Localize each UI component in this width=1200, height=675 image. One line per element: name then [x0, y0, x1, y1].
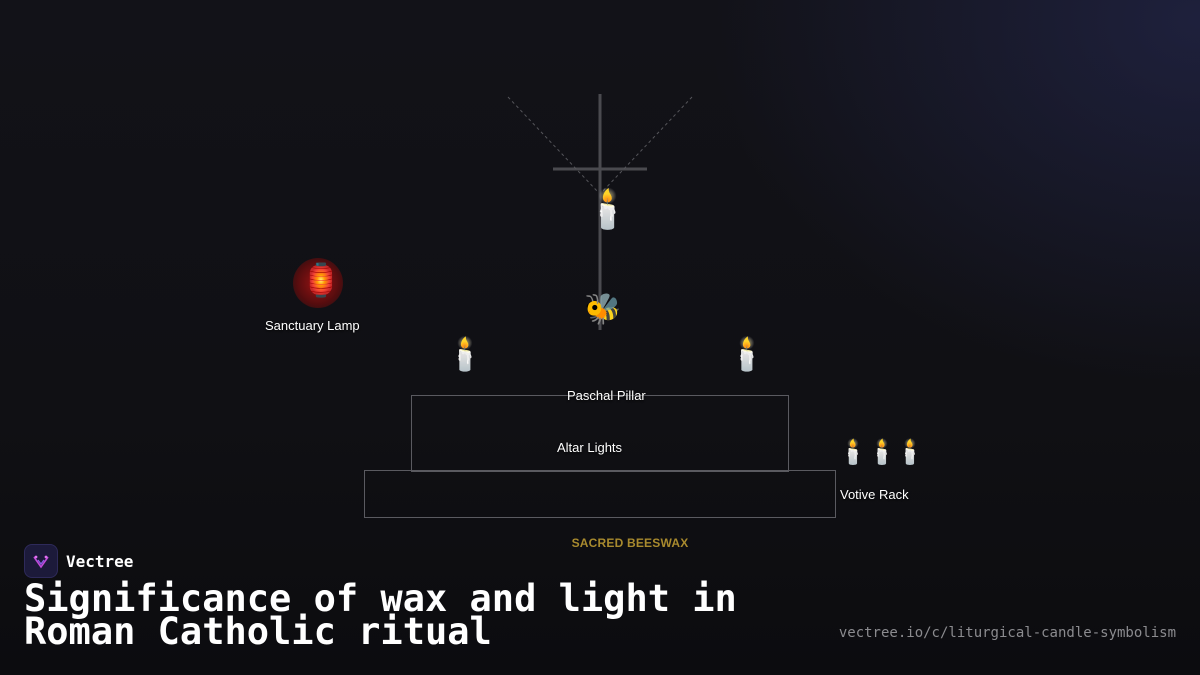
- sacred-beeswax-label: SACRED BEESWAX: [571, 536, 689, 550]
- altar-lights-label: Altar Lights: [557, 440, 623, 455]
- sanctuary-lamp-label: Sanctuary Lamp: [265, 318, 360, 333]
- light-ray-right: [601, 96, 693, 193]
- votive-candle-3-icon: 🕯️: [895, 438, 925, 466]
- page-title: Significance of wax and light in Roman C…: [24, 577, 737, 653]
- brand-name: Vectree: [66, 551, 134, 571]
- votive-candle-1-icon: 🕯️: [838, 438, 868, 466]
- brand: Vectree: [24, 544, 133, 578]
- altar-lower-step: [364, 470, 836, 518]
- light-ray-left: [507, 96, 599, 193]
- paschal-candle-icon: 🕯️: [584, 187, 632, 231]
- bee-icon: 🐝: [584, 292, 622, 327]
- votive-rack-label: Votive Rack: [840, 487, 909, 502]
- sanctuary-lamp-glow: [293, 258, 343, 308]
- altar-candle-left-icon: 🕯️: [445, 335, 485, 373]
- altar-candle-right-icon: 🕯️: [727, 335, 767, 373]
- lantern-icon: 🏮: [301, 261, 341, 299]
- paschal-pillar-label: Paschal Pillar: [567, 388, 646, 403]
- altar-upper-step: [411, 395, 789, 472]
- source-url[interactable]: vectree.io/c/liturgical-candle-symbolism: [838, 625, 1176, 641]
- vectree-logo-icon: [24, 544, 58, 578]
- votive-candle-2-icon: 🕯️: [867, 438, 897, 466]
